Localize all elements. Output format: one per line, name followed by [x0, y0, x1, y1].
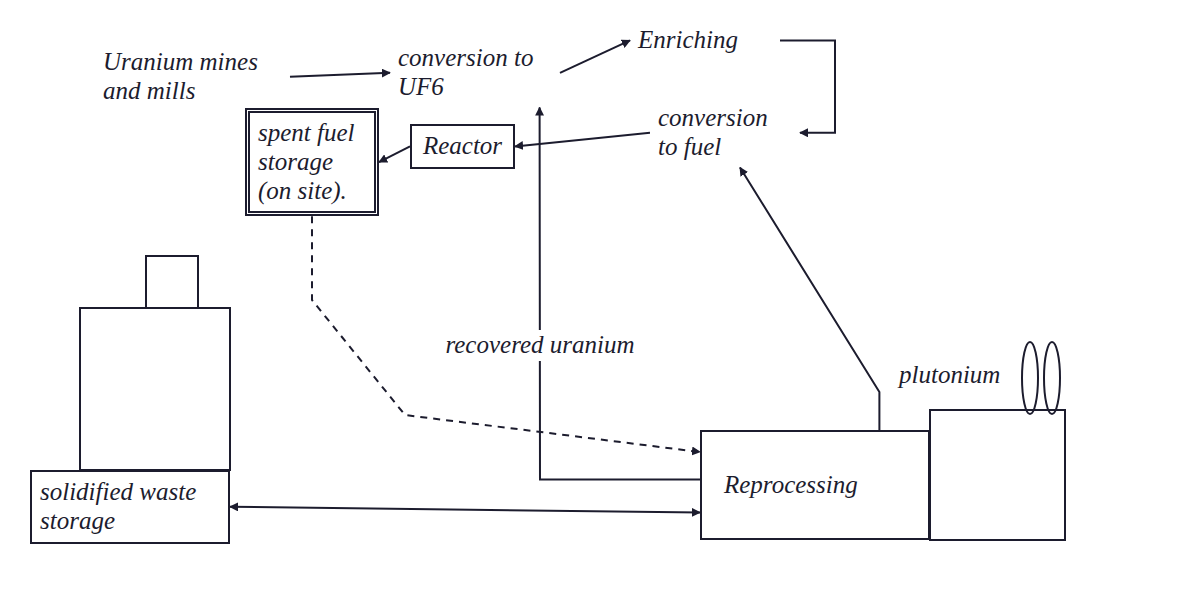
stage-node: conversion to UF6 [390, 38, 560, 108]
flow-arrow [780, 40, 835, 132]
stage-node: Uranium mines and mills [95, 42, 290, 112]
node-text: spent fuel storage (on site). [258, 119, 366, 205]
edge-label: recovered uranium [441, 330, 638, 361]
flow-arrow [230, 507, 700, 513]
flow-arrow [312, 216, 700, 452]
stage-node: Enriching [630, 20, 780, 61]
node-text: Reactor [420, 132, 505, 161]
process-box: spent fuel storage (on site). [245, 108, 379, 216]
node-text: Reprocessing [724, 471, 920, 500]
flow-arrow [560, 40, 630, 72]
plant-stack [1044, 342, 1060, 414]
flow-arrow [290, 73, 390, 77]
node-text: conversion to UF6 [398, 44, 552, 102]
process-box: Reprocessing [700, 430, 930, 540]
storage-building [80, 308, 230, 470]
storage-chimney [146, 256, 198, 308]
node-text: solidified waste storage [40, 478, 220, 536]
node-text: conversion to fuel [658, 104, 792, 162]
flow-arrow [379, 146, 410, 162]
node-text: Uranium mines and mills [103, 48, 282, 106]
flow-arrow [515, 133, 650, 147]
process-box: solidified waste storage [30, 470, 230, 544]
process-box: Reactor [410, 124, 515, 169]
stage-node: conversion to fuel [650, 98, 800, 168]
plant-building [930, 410, 1065, 540]
flow-arrow [540, 108, 700, 480]
flow-arrow [740, 168, 879, 431]
edge-label: plutonium [895, 360, 1004, 391]
node-text: Enriching [638, 26, 772, 55]
plant-stack [1022, 342, 1038, 414]
